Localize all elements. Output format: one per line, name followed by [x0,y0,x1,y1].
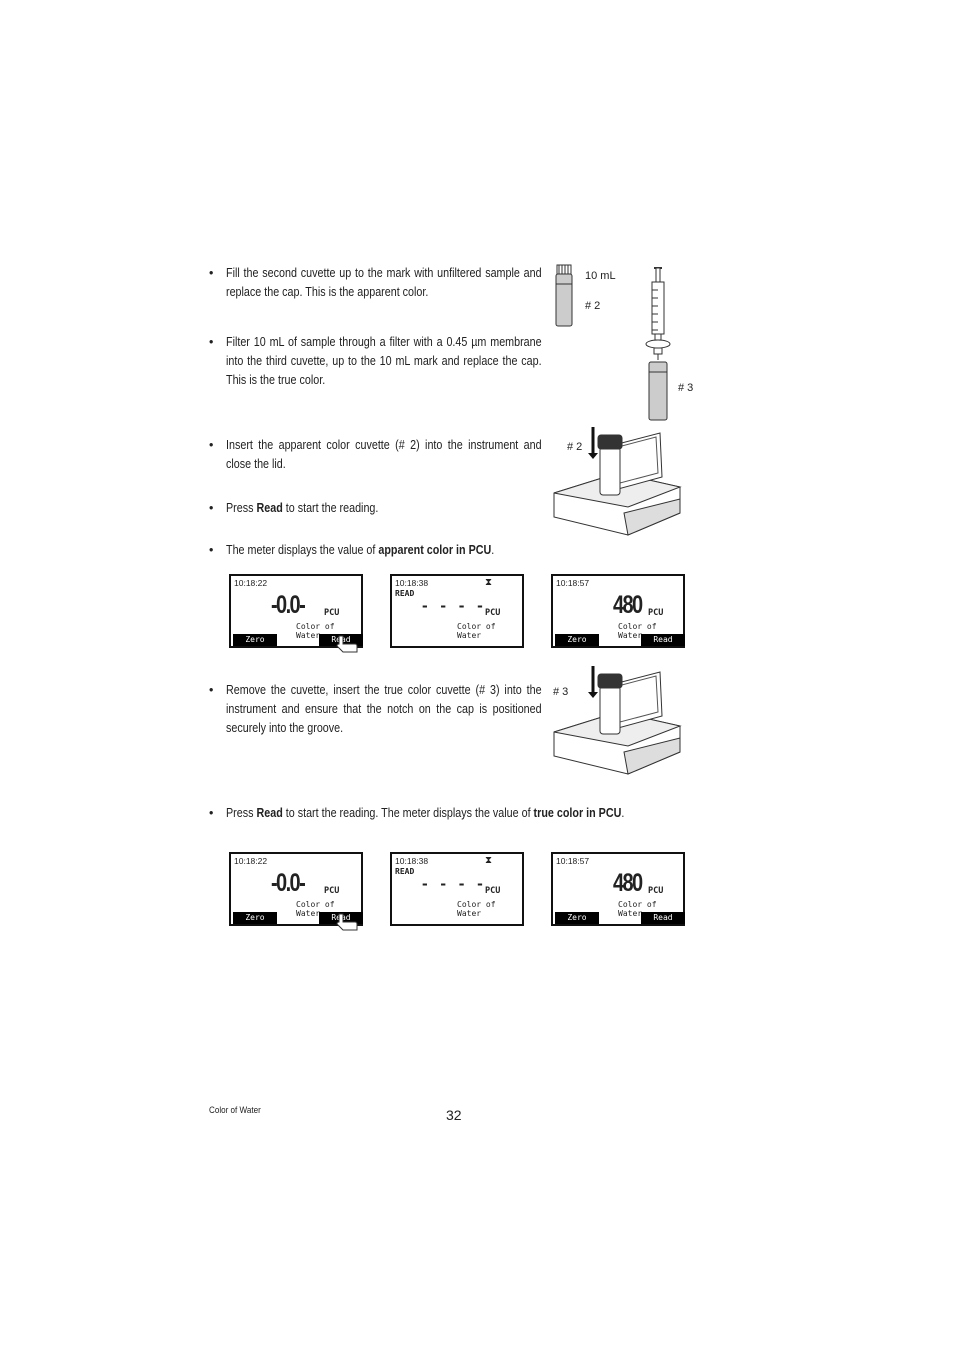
zero-softkey[interactable]: Zero [555,912,599,924]
screen-unit: PCU [648,886,664,896]
screen-parameter: Color of Water [457,900,496,918]
step-insert-apparent: •Insert the apparent color cuvette (# 2)… [209,438,542,471]
pointing-hand-icon [336,913,358,931]
page-number: 32 [446,1107,462,1123]
screen-parameter: Color of Water [296,900,335,918]
screen-time: 10:18:22 [234,856,268,866]
screen-value: - - - - [422,874,487,893]
screen-parameter: Color of Water [618,622,657,640]
screen-unit: PCU [485,608,501,618]
screen-reading: 10:18:38 ⧗ READ - - - - PCU Color of Wat… [390,852,524,926]
screen-parameter: Color of Water [618,900,657,918]
step-press-read: •Press Read to start the reading. [209,501,379,515]
zero-softkey[interactable]: Zero [233,634,277,646]
instrument-insert-apparent-illustration [553,427,682,536]
screen-zero: 10:18:22 -0.0- PCU Color of Water Zero R… [229,574,363,653]
screen-reading: 10:18:38 ⧗ READ - - - - PCU Color of Wat… [390,574,524,648]
cuvette-illustration [555,264,573,327]
screen-time: 10:18:22 [234,578,268,588]
pointing-hand-icon [336,635,358,653]
screen-status: READ [395,867,415,876]
screen-value: -0.0- [271,591,306,619]
footer-section-title: Color of Water [209,1105,261,1116]
hourglass-icon: ⧗ [485,855,493,866]
screen-parameter: Color of Water [296,622,335,640]
zero-softkey[interactable]: Zero [555,634,599,646]
screen-unit: PCU [324,608,340,618]
volume-label: 10 mL [585,270,616,282]
step-insert-true: •Remove the cuvette, insert the true col… [209,683,542,735]
hourglass-icon: ⧗ [485,577,493,588]
cuvette-2-label: # 2 [585,300,601,312]
screen-result: 10:18:57 480 PCU Color of Water Zero Rea… [551,852,685,926]
zero-softkey[interactable]: Zero [233,912,277,924]
step-press-read-true: •Press Read to start the reading. The me… [209,806,625,820]
insert-2-label: # 2 [567,441,583,453]
screen-result: 10:18:57 480 PCU Color of Water Zero Rea… [551,574,685,648]
screen-status: READ [395,589,415,598]
read-softkey[interactable]: Read [641,634,685,646]
screen-value: -0.0- [271,869,306,897]
syringe-filter-illustration [645,267,671,421]
insert-3-label: # 3 [553,686,569,698]
screen-value: 480 [613,869,643,897]
screen-unit: PCU [324,886,340,896]
screen-time: 10:18:57 [556,856,590,866]
read-softkey[interactable]: Read [641,912,685,924]
instrument-insert-true-illustration [553,666,682,775]
screen-parameter: Color of Water [457,622,496,640]
screen-value: 480 [613,591,643,619]
screen-unit: PCU [485,886,501,896]
step-display-apparent: •The meter displays the value of apparen… [209,543,495,557]
cuvette-3-label: # 3 [678,382,694,394]
screen-time: 10:18:38 [395,578,429,588]
screen-time: 10:18:57 [556,578,590,588]
screen-zero: 10:18:22 -0.0- PCU Color of Water Zero R… [229,852,363,931]
step-fill-cuvette: •Fill the second cuvette up to the mark … [209,266,542,299]
screen-unit: PCU [648,608,664,618]
step-filter-sample: •Filter 10 mL of sample through a filter… [209,335,542,387]
screen-time: 10:18:38 [395,856,429,866]
screen-value: - - - - [422,596,487,615]
